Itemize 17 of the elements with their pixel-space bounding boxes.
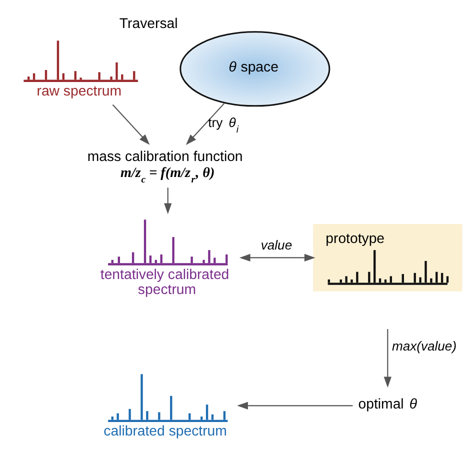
arrow	[185, 102, 224, 145]
edge-label: try θ$_{i}$	[208, 114, 238, 136]
edge-label: max(value)	[392, 338, 456, 353]
node-label: raw spectrum	[36, 82, 122, 98]
node-text: mass calibration function m/z$_{c}$ = f(m/z$_{r}$, θ)	[86, 147, 242, 186]
node-label: tentatively calibrated spectrum	[100, 265, 229, 297]
arrow	[236, 401, 352, 409]
edge-label: value	[260, 237, 292, 252]
node-text: optimal θ	[358, 394, 417, 411]
arrow	[383, 328, 391, 388]
node-label: Traversal	[118, 14, 178, 31]
node-box: prototype	[312, 223, 462, 291]
arrow	[164, 187, 172, 214]
arrow	[238, 253, 315, 262]
node-label: calibrated spectrum	[103, 422, 226, 438]
node-ellipse: θ space	[179, 30, 330, 106]
arrow	[112, 104, 150, 144]
